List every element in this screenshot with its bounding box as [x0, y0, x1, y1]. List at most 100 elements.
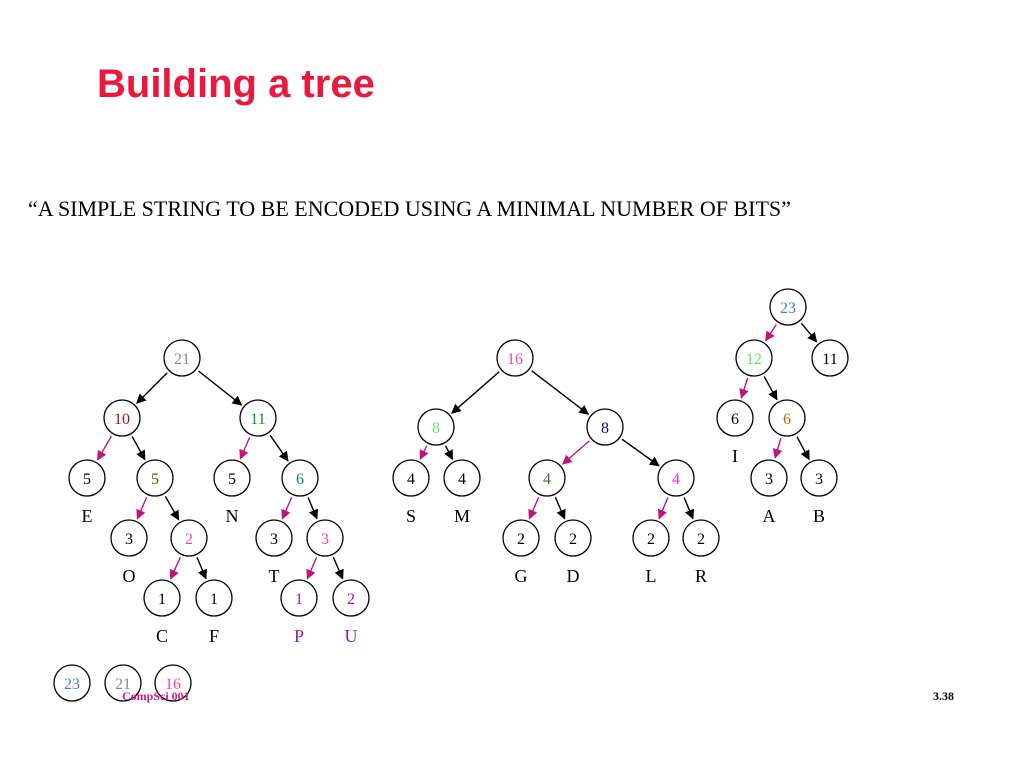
tree-edge-n4d-nR	[683, 497, 695, 520]
node-circle	[496, 339, 534, 377]
tree-node-nR: 2R	[682, 519, 720, 586]
node-value: 23	[64, 676, 80, 693]
node-circle	[443, 459, 481, 497]
node-value: 6	[731, 411, 739, 428]
tree-node-nG: 2G	[502, 519, 540, 586]
tree-edge-n8b-n4d	[621, 438, 660, 467]
tree-node-q21: 21	[104, 664, 142, 702]
node-value: 3	[125, 531, 133, 548]
node-value: 10	[114, 411, 130, 428]
node-letter: C	[156, 626, 168, 646]
node-circle	[68, 459, 106, 497]
node-value: 21	[115, 676, 131, 693]
node-circle	[716, 399, 754, 437]
tree-edge-n6a-nT	[281, 496, 293, 520]
node-letter: B	[813, 506, 825, 526]
node-circle	[632, 519, 670, 557]
node-circle	[586, 408, 624, 446]
tree-node-nO: 3O	[110, 519, 148, 586]
node-value: 5	[83, 471, 91, 488]
node-value: 2	[697, 531, 705, 548]
tree-node-nP: 1P	[280, 579, 318, 646]
node-value: 4	[407, 471, 415, 488]
node-value: 2	[517, 531, 525, 548]
node-circle	[800, 459, 838, 497]
node-value: 4	[458, 471, 466, 488]
tree-edge-n12-nI	[739, 377, 749, 399]
tree-edge-n6a-n3b	[307, 497, 319, 520]
tree-node-n3b: 3	[306, 519, 344, 557]
tree-edge-n11a-nN	[239, 436, 251, 460]
node-circle	[103, 399, 141, 437]
node-circle	[280, 579, 318, 617]
tree-node-nI: 6I	[716, 399, 754, 466]
node-circle	[768, 399, 806, 437]
tree-edge-n2a-nF	[196, 557, 208, 580]
node-value: 1	[210, 591, 218, 608]
tree-node-nU: 2U	[332, 579, 370, 646]
node-letter: N	[226, 506, 239, 526]
node-circle	[306, 519, 344, 557]
tree-node-n5b: 5	[136, 459, 174, 497]
node-value: 16	[507, 351, 523, 368]
node-circle	[528, 459, 566, 497]
tree-node-nD: 2D	[554, 519, 592, 586]
node-letter: T	[269, 566, 280, 586]
node-circle	[53, 664, 91, 702]
node-letter: R	[695, 566, 707, 586]
node-circle	[195, 579, 233, 617]
node-letter: P	[294, 626, 304, 646]
tree-edge-n8b-n4c	[562, 440, 590, 465]
tree-edge-n21-n11a	[198, 370, 243, 406]
encoded-string: “A SIMPLE STRING TO BE ENCODED USING A M…	[28, 196, 791, 221]
tree-node-nS: 4S	[392, 459, 430, 526]
edges-layer	[96, 322, 818, 580]
tree-node-n11a: 11	[239, 399, 277, 437]
node-circle	[332, 579, 370, 617]
node-value: 4	[672, 471, 680, 488]
node-circle	[255, 519, 293, 557]
tree-edge-n3b-nU	[332, 556, 344, 580]
node-circle	[239, 399, 277, 437]
tree-node-n2a: 2	[170, 519, 208, 557]
tree-edge-n12-n6b	[763, 376, 778, 401]
node-value: 11	[822, 351, 837, 368]
node-value: 5	[151, 471, 159, 488]
node-letter: D	[567, 566, 580, 586]
tree-node-nN: 5N	[213, 459, 251, 526]
node-circle	[682, 519, 720, 557]
node-circle	[104, 664, 142, 702]
node-circle	[143, 579, 181, 617]
tree-edge-n16-n8a	[451, 371, 500, 414]
node-circle	[769, 288, 807, 326]
node-value: 1	[295, 591, 303, 608]
tree-node-n10: 10	[103, 399, 141, 437]
node-value: 6	[296, 471, 304, 488]
node-circle	[392, 459, 430, 497]
node-circle	[170, 519, 208, 557]
tree-edge-n21-n10	[136, 372, 168, 404]
node-letter: F	[209, 626, 219, 646]
tree-edge-n6b-nA	[772, 437, 783, 459]
tree-edge-n4c-nD	[554, 496, 566, 520]
tree-node-n4d: 4	[657, 459, 695, 497]
node-circle	[554, 519, 592, 557]
node-circle	[110, 519, 148, 557]
node-circle	[735, 339, 773, 377]
node-value: 8	[432, 420, 440, 437]
tree-node-q23: 23	[53, 664, 91, 702]
node-value: 2	[569, 531, 577, 548]
tree-edge-n23-n11b	[800, 322, 818, 343]
tree-node-q16: 16	[154, 664, 192, 702]
tree-edge-n4c-nG	[528, 496, 540, 520]
node-value: 1	[158, 591, 166, 608]
node-letter: U	[345, 626, 358, 646]
node-value: 2	[647, 531, 655, 548]
node-circle	[657, 459, 695, 497]
slide-number: 3.38	[933, 689, 954, 703]
tree-node-n11b: 11	[811, 339, 849, 377]
node-circle	[417, 408, 455, 446]
tree-node-nE: 5E	[68, 459, 106, 526]
